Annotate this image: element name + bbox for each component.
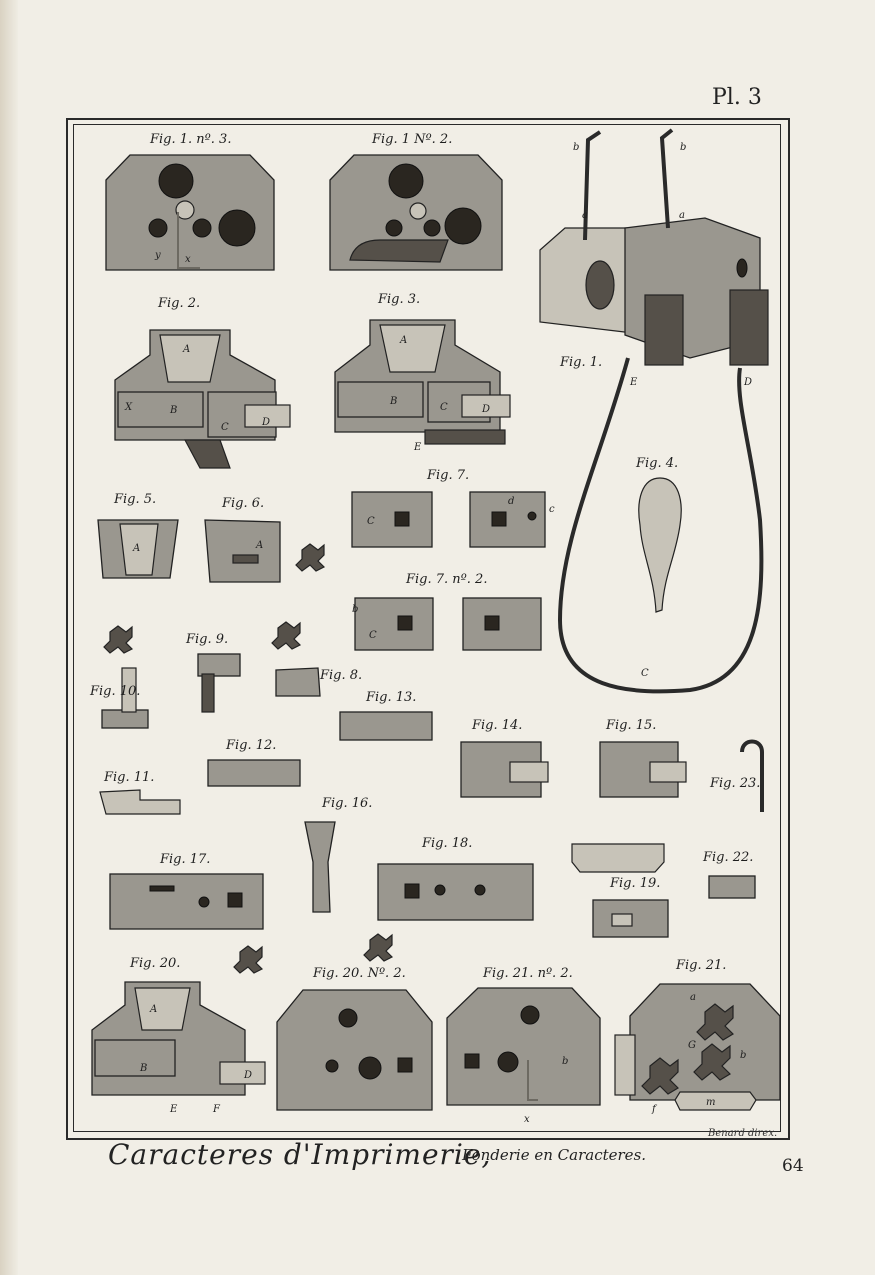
point-letters: x y b b a a E D C A B C D X A B C D E A … [124,142,752,1125]
svg-text:X: X [124,402,133,413]
svg-text:A: A [399,335,407,346]
fig21-label: Fig. 21. [676,958,727,973]
fig1-mould-drawing [539,128,769,694]
fig2-label: Fig. 2. [158,296,201,311]
svg-text:C: C [367,516,375,527]
fig3-label: Fig. 3. [378,292,421,307]
fig20-no2-label: Fig. 20. Nº. 2. [313,966,406,981]
svg-text:E: E [629,377,638,388]
fig18-label: Fig. 18. [422,836,473,851]
fig1-no2-label: Fig. 1 Nº. 2. [372,132,453,147]
plate-number: Pl. 3 [712,85,762,110]
fig20-drawing [91,981,266,1096]
svg-text:C: C [641,668,649,679]
svg-text:b: b [680,142,686,153]
svg-text:E: E [413,442,422,453]
svg-text:B: B [169,405,177,416]
svg-text:y: y [154,250,161,261]
fig21-no2-label: Fig. 21. nº. 2. [483,966,573,981]
fig7-drawing [351,491,546,651]
fig17-label: Fig. 17. [160,852,211,867]
fig6-label: Fig. 6. [222,496,265,511]
svg-text:c: c [549,504,555,515]
fig5-label: Fig. 5. [114,492,157,507]
svg-text:f: f [651,1104,658,1115]
fig2-drawing [114,329,291,469]
fig20-label: Fig. 20. [130,956,181,971]
svg-text:D: D [743,377,752,388]
svg-text:B: B [139,1063,147,1074]
page-edge [0,0,18,1275]
svg-text:A: A [132,543,140,554]
svg-text:D: D [261,417,270,428]
svg-text:E: E [169,1104,178,1115]
svg-text:a: a [679,210,685,221]
svg-text:b: b [352,604,358,615]
fig20-no2-drawing [276,989,433,1111]
svg-text:A: A [255,540,263,551]
fig21-drawing [614,983,781,1111]
svg-text:A: A [149,1004,157,1015]
plate-subtitle: Fonderie en Caracteres. [462,1146,647,1164]
fig7-no2-label: Fig. 7. nº. 2. [406,572,488,587]
fig13-label: Fig. 13. [366,690,417,705]
fig22-label: Fig. 22. [703,850,754,865]
fig21-no2-drawing [446,987,601,1106]
fig4-label: Fig. 4. [636,456,679,471]
fig14-label: Fig. 14. [472,718,523,733]
svg-text:b: b [573,142,579,153]
fig7-label: Fig. 7. [427,468,470,483]
plate-title: Caracteres d'Imprimerie, [108,1138,492,1171]
svg-text:b: b [740,1050,746,1061]
svg-text:b: b [562,1056,568,1067]
svg-text:A: A [182,344,190,355]
fig4-ladle-drawing [638,477,682,613]
page-number: 64 [782,1156,804,1176]
lower-figures-drawing [109,821,756,974]
svg-text:m: m [706,1097,715,1108]
svg-text:G: G [688,1040,696,1051]
fig1-no3-label: Fig. 1. nº. 3. [150,132,232,147]
svg-text:x: x [185,254,191,265]
inner-frame [73,124,781,1132]
svg-text:D: D [481,404,490,415]
svg-text:D: D [243,1070,252,1081]
fig23-label: Fig. 23. [710,776,761,791]
svg-text:C: C [369,630,377,641]
fig16-label: Fig. 16. [322,796,373,811]
fig1-no2-drawing [329,154,503,271]
svg-text:a: a [690,992,696,1003]
fig11-label: Fig. 11. [104,770,155,785]
fig8-label: Fig. 8. [320,668,363,683]
fig19-label: Fig. 19. [610,876,661,891]
fig1-label: Fig. 1. [560,355,603,370]
engraver-credit: Benard direx. [708,1128,778,1139]
fig10-label: Fig. 10. [90,684,141,699]
svg-text:B: B [389,396,397,407]
svg-text:C: C [221,422,229,433]
fig12-label: Fig. 12. [226,738,277,753]
svg-text:x: x [524,1114,530,1125]
svg-text:d: d [508,496,514,507]
outer-frame [66,118,790,1140]
fig1-no3-drawing [105,154,275,271]
fig3-drawing [334,319,511,445]
fig9-label: Fig. 9. [186,632,229,647]
fig5-fig6-drawing [97,519,326,583]
svg-text:C: C [440,402,448,413]
small-parts-drawing [99,621,764,815]
svg-text:a: a [582,210,588,221]
fig15-label: Fig. 15. [606,718,657,733]
svg-text:F: F [212,1104,221,1115]
